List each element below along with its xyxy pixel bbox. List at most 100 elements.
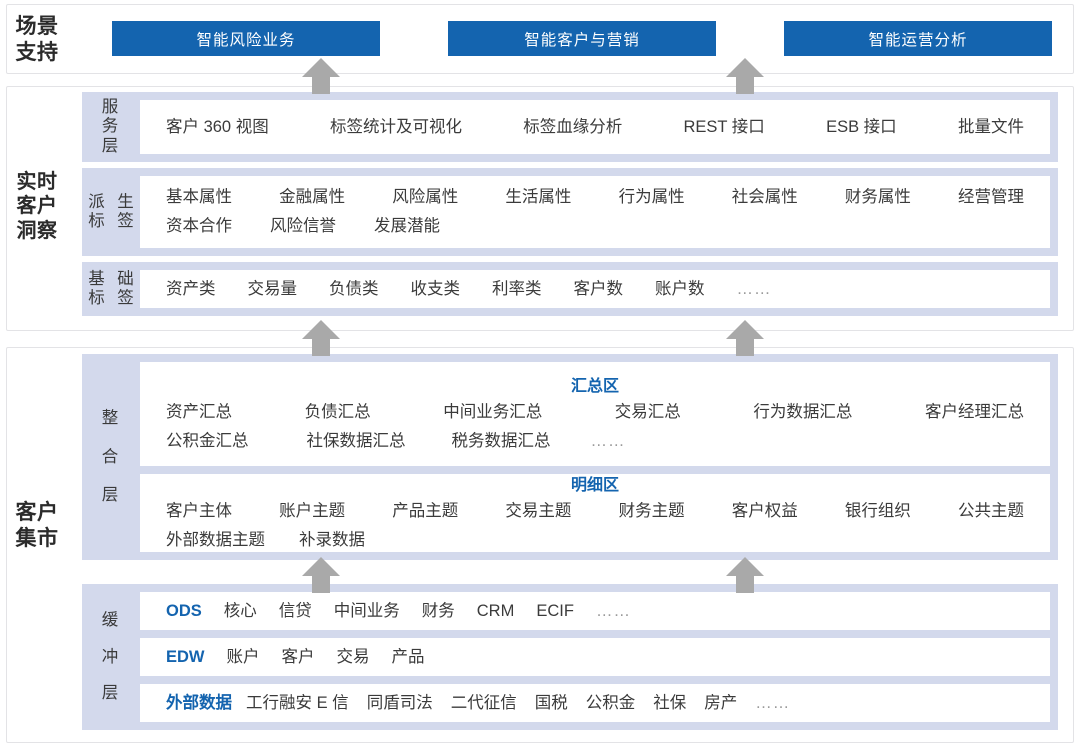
list-item[interactable]: 经营管理 bbox=[957, 188, 1024, 207]
list-item[interactable]: 中间业务 bbox=[333, 601, 400, 620]
list-item[interactable]: 风险属性 bbox=[392, 188, 459, 207]
service-layer-label-char-2: 务 bbox=[101, 117, 119, 136]
scene-support-title-line-2: 支持 bbox=[15, 40, 59, 64]
derived-label-char-4: 签 bbox=[117, 212, 134, 230]
list-item[interactable]: 税务数据汇总 bbox=[451, 432, 551, 450]
ods-row-box: ODS 核心 信贷 中间业务 财务 CRM ECIF …… bbox=[140, 592, 1050, 630]
arrow-up-icon bbox=[726, 557, 764, 593]
summary-zone-row-2: 公积金汇总 社保数据汇总 税务数据汇总 …… bbox=[166, 427, 1024, 456]
integration-layer-label: 整 合 层 bbox=[82, 354, 138, 560]
edw-row-box: EDW 账户 客户 交易 产品 bbox=[140, 638, 1050, 676]
list-item[interactable]: 工行融安 E 信 bbox=[246, 693, 349, 712]
basic-label-char-3: 标 bbox=[88, 289, 105, 307]
list-item[interactable]: 行为数据汇总 bbox=[753, 403, 853, 422]
derived-label-char-1: 派 bbox=[88, 192, 105, 211]
list-item-ellipsis: …… bbox=[736, 279, 772, 298]
list-item[interactable]: 标签统计及可视化 bbox=[329, 117, 462, 136]
list-item[interactable]: 客户经理汇总 bbox=[924, 403, 1024, 422]
list-item[interactable]: 交易量 bbox=[247, 279, 298, 298]
detail-zone-title: 明细区 bbox=[570, 477, 619, 495]
list-item[interactable]: 生活属性 bbox=[505, 188, 572, 207]
list-item[interactable]: 行为属性 bbox=[618, 188, 685, 207]
list-item[interactable]: ECIF bbox=[536, 601, 574, 620]
list-item[interactable]: 客户 360 视图 bbox=[166, 117, 269, 136]
insight-title-line-3: 洞察 bbox=[16, 219, 58, 242]
list-item[interactable]: 资产类 bbox=[166, 279, 216, 298]
list-item[interactable]: 负债汇总 bbox=[304, 403, 371, 422]
list-item[interactable]: 交易汇总 bbox=[614, 403, 681, 422]
list-item[interactable]: 二代征信 bbox=[450, 693, 517, 712]
list-item[interactable]: 负债类 bbox=[329, 279, 379, 298]
basic-tag-row: 资产类 交易量 负债类 收支类 利率类 客户数 账户数 …… bbox=[166, 275, 1024, 304]
service-layer-label-char-1: 服 bbox=[101, 97, 119, 116]
list-item[interactable]: 财务属性 bbox=[844, 188, 911, 207]
ods-row: ODS 核心 信贷 中间业务 财务 CRM ECIF …… bbox=[166, 597, 1024, 626]
scene-button-customer-marketing[interactable]: 智能客户与营销 bbox=[448, 21, 716, 56]
list-item[interactable]: 发展潜能 bbox=[374, 217, 440, 235]
mart-title-line-2: 集市 bbox=[15, 526, 59, 550]
list-item[interactable]: 社保数据汇总 bbox=[306, 432, 406, 450]
ods-tag[interactable]: ODS bbox=[166, 601, 202, 620]
list-item[interactable]: 信贷 bbox=[278, 601, 312, 620]
external-data-tag[interactable]: 外部数据 bbox=[166, 693, 232, 712]
list-item[interactable]: REST 接口 bbox=[683, 117, 765, 136]
list-item-ellipsis: …… bbox=[595, 601, 631, 620]
list-item[interactable]: CRM bbox=[476, 601, 515, 620]
list-item[interactable]: 金融属性 bbox=[279, 188, 346, 207]
derived-label-char-3: 标 bbox=[88, 212, 105, 230]
list-item[interactable]: 核心 bbox=[223, 601, 257, 620]
list-item[interactable]: 资产汇总 bbox=[166, 403, 232, 422]
edw-tag[interactable]: EDW bbox=[166, 647, 205, 666]
list-item[interactable]: 账户 bbox=[226, 647, 260, 666]
list-item[interactable]: 社会属性 bbox=[731, 188, 798, 207]
list-item[interactable]: 批量文件 bbox=[957, 117, 1024, 136]
list-item[interactable]: 客户主体 bbox=[166, 502, 232, 521]
list-item[interactable]: 交易 bbox=[336, 647, 370, 666]
scene-support-title: 场景 支持 bbox=[0, 14, 74, 65]
external-data-row-box: 外部数据 工行融安 E 信 同盾司法 二代征信 国税 公积金 社保 房产 …… bbox=[140, 684, 1050, 722]
list-item[interactable]: 银行组织 bbox=[844, 502, 911, 521]
list-item[interactable]: 同盾司法 bbox=[366, 693, 433, 712]
list-item[interactable]: 产品 bbox=[391, 647, 425, 666]
list-item[interactable]: 标签血缘分析 bbox=[523, 117, 623, 136]
list-item[interactable]: 外部数据主题 bbox=[166, 531, 265, 549]
list-item[interactable]: 财务主题 bbox=[618, 502, 685, 521]
external-data-row: 外部数据 工行融安 E 信 同盾司法 二代征信 国税 公积金 社保 房产 …… bbox=[166, 689, 1024, 718]
list-item-ellipsis: …… bbox=[590, 432, 626, 450]
derived-tag-row-2: 资本合作 风险信誉 发展潜能 bbox=[166, 212, 1024, 241]
scene-button-operations-analysis[interactable]: 智能运营分析 bbox=[784, 21, 1052, 56]
list-item[interactable]: ESB 接口 bbox=[826, 117, 897, 136]
list-item[interactable]: 客户权益 bbox=[731, 502, 798, 521]
list-item[interactable]: 产品主题 bbox=[392, 502, 459, 521]
basic-tag-content-box: 资产类 交易量 负债类 收支类 利率类 客户数 账户数 …… bbox=[140, 270, 1050, 308]
detail-zone-row-2: 外部数据主题 补录数据 bbox=[166, 526, 1024, 555]
list-item[interactable]: 中间业务汇总 bbox=[443, 403, 543, 422]
list-item[interactable]: 客户 bbox=[281, 647, 315, 666]
list-item[interactable]: 利率类 bbox=[492, 279, 542, 298]
list-item-ellipsis: …… bbox=[755, 693, 791, 712]
list-item[interactable]: 公积金 bbox=[585, 693, 636, 712]
list-item[interactable]: 资本合作 bbox=[166, 217, 232, 235]
list-item[interactable]: 财务 bbox=[421, 601, 455, 620]
list-item[interactable]: 账户主题 bbox=[279, 502, 346, 521]
list-item[interactable]: 公积金汇总 bbox=[166, 432, 249, 450]
arrow-up-icon bbox=[302, 58, 340, 94]
list-item[interactable]: 交易主题 bbox=[505, 502, 572, 521]
scene-button-risk[interactable]: 智能风险业务 bbox=[112, 21, 380, 56]
list-item[interactable]: 房产 bbox=[704, 693, 738, 712]
list-item[interactable]: 客户数 bbox=[573, 279, 624, 298]
list-item[interactable]: 社保 bbox=[653, 693, 687, 712]
arrow-up-icon bbox=[302, 320, 340, 356]
integration-label-char-2: 合 bbox=[101, 447, 119, 466]
derived-tag-row-1: 基本属性 金融属性 风险属性 生活属性 行为属性 社会属性 财务属性 经营管理 bbox=[166, 183, 1024, 212]
mart-title-line-1: 客户 bbox=[15, 501, 59, 524]
detail-zone-row-1: 客户主体 账户主题 产品主题 交易主题 财务主题 客户权益 银行组织 公共主题 bbox=[166, 497, 1024, 526]
list-item[interactable]: 账户数 bbox=[655, 279, 705, 298]
list-item[interactable]: 国税 bbox=[534, 693, 568, 712]
customer-mart-title: 客户 集市 bbox=[0, 500, 74, 551]
list-item[interactable]: 收支类 bbox=[410, 279, 461, 298]
list-item[interactable]: 公共主题 bbox=[957, 502, 1024, 521]
list-item[interactable]: 风险信誉 bbox=[270, 217, 336, 235]
list-item[interactable]: 补录数据 bbox=[299, 531, 365, 549]
list-item[interactable]: 基本属性 bbox=[166, 188, 232, 207]
